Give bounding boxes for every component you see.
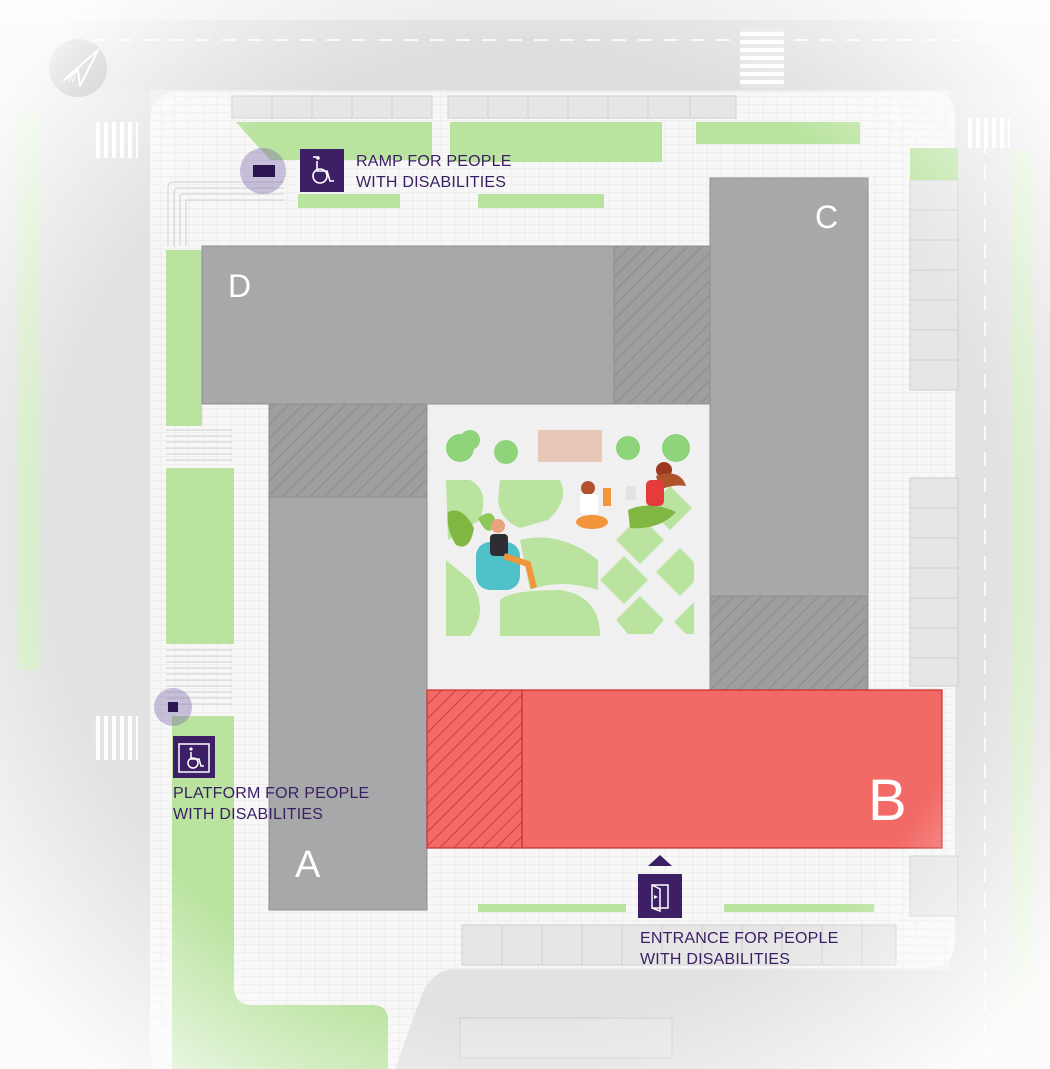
building-d[interactable] bbox=[201, 245, 711, 405]
building-a-label: A bbox=[295, 844, 321, 886]
compass-north-icon bbox=[49, 39, 107, 97]
entrance-legend-icon bbox=[638, 874, 682, 918]
building-a[interactable] bbox=[268, 403, 428, 911]
building-b-label: B bbox=[868, 768, 907, 833]
entrance-legend-label: ENTRANCE FOR PEOPLE WITH DISABILITIES bbox=[640, 930, 839, 968]
platform-legend-icon bbox=[173, 736, 215, 778]
ramp-marker[interactable] bbox=[240, 148, 286, 194]
wheelchair-platform-icon bbox=[178, 743, 210, 773]
compass-label: N bbox=[68, 74, 76, 85]
courtyard bbox=[427, 405, 709, 690]
platform-marker[interactable] bbox=[154, 688, 192, 726]
door-entrance-icon bbox=[651, 884, 669, 913]
platform-marker-core bbox=[168, 702, 178, 712]
ramp-legend-icon bbox=[300, 149, 344, 192]
ramp-legend-label: RAMP FOR PEOPLE WITH DISABILITIES bbox=[356, 153, 512, 191]
platform-legend-label: PLATFORM FOR PEOPLE WITH DISABILITIES bbox=[173, 785, 370, 823]
building-b[interactable] bbox=[426, 689, 943, 849]
wheelchair-icon bbox=[312, 156, 334, 184]
building-d-label: D bbox=[228, 268, 252, 304]
ramp-marker-core bbox=[253, 165, 275, 177]
building-c-label: C bbox=[815, 199, 839, 235]
building-c[interactable] bbox=[709, 177, 869, 691]
